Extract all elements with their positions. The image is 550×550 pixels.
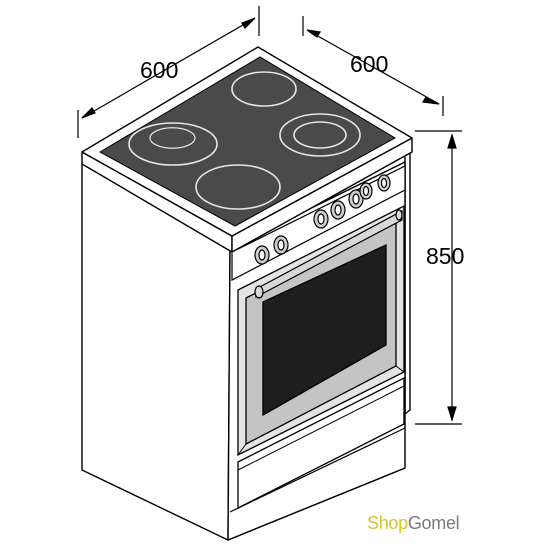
height-label: 850 (426, 243, 464, 269)
cooking-zone-icon (279, 113, 361, 157)
plinth-edge (229, 427, 406, 513)
shop-watermark: ShopGomel (367, 513, 460, 534)
control-knob-icon[interactable] (348, 189, 364, 209)
width-label: 600 (140, 57, 178, 83)
control-knob-icon[interactable] (359, 182, 373, 200)
oven-door[interactable] (237, 204, 405, 457)
cooking-zone-icon (195, 164, 281, 210)
control-knobs[interactable] (254, 174, 391, 265)
height-dimension (415, 130, 462, 425)
ceramic-cooktop-icon (98, 56, 397, 227)
control-knob-icon[interactable] (254, 245, 270, 265)
depth-dimension (302, 16, 444, 116)
watermark-shop: Shop (367, 513, 408, 533)
oven-door-window (262, 243, 387, 417)
watermark-gomel: Gomel (407, 513, 460, 533)
control-knob-icon[interactable] (313, 209, 329, 229)
control-knob-icon[interactable] (273, 235, 289, 255)
storage-drawer[interactable] (237, 376, 405, 510)
oven-handle-icon[interactable] (254, 209, 403, 299)
cooking-zone-icon (128, 122, 218, 166)
cooking-zone-icon (231, 71, 297, 107)
control-knob-icon[interactable] (330, 200, 346, 220)
cooking-zones (128, 71, 361, 210)
control-knob-icon[interactable] (377, 174, 391, 192)
cooking-zone-icon (149, 127, 196, 149)
width-dimension (77, 6, 260, 138)
depth-label: 600 (350, 51, 388, 77)
cooking-zone-icon (293, 121, 347, 149)
side-panel (404, 147, 411, 415)
